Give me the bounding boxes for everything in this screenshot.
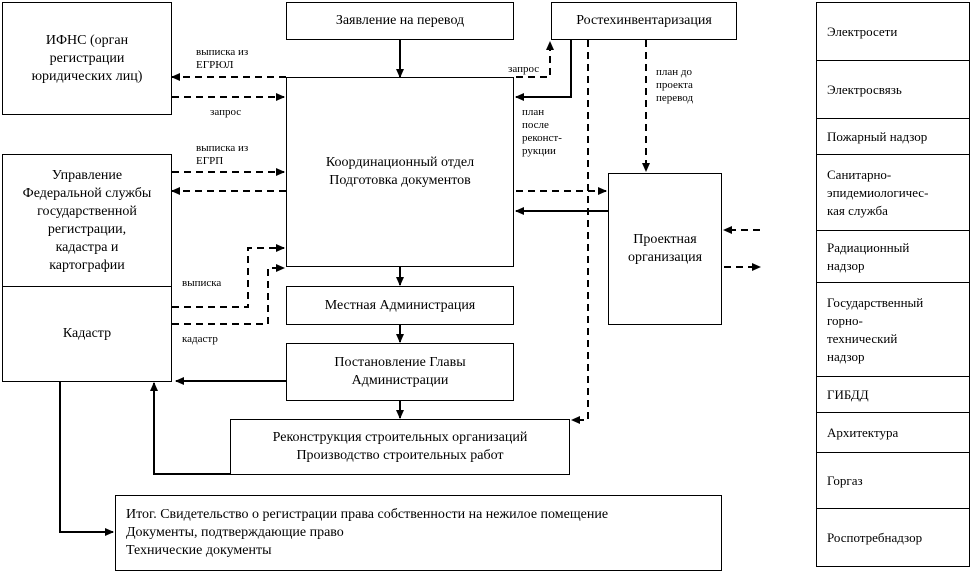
node-cadastre: Кадастр [2, 286, 172, 382]
node-result: Итог. Свидетельство о регистрации права … [115, 495, 722, 571]
node-design-org-text: Проектная организация [627, 232, 703, 265]
label-egrul-extract: выписка из ЕГРЮЛ [196, 46, 249, 71]
label-plan-before-project: план до проекта перевод [656, 66, 694, 104]
agency-item: Электросети [816, 3, 970, 61]
node-local-admin: Местная Администрация [286, 286, 514, 325]
arrow-cadastre-out [172, 264, 285, 325]
node-local-admin-text: Местная Администрация [324, 297, 476, 313]
agency-item: Пожарный надзор [816, 119, 970, 155]
node-ifns-text: ИФНС (орган регистрации юридических лиц) [31, 32, 143, 84]
node-rostech: Ростехинвентаризация [551, 2, 737, 40]
arrow-rostech-to-reconstruction [571, 40, 589, 424]
label-plan-after-reconstruction: план после реконст- рукции [522, 106, 562, 157]
node-ifns: ИФНС (орган регистрации юридических лиц) [2, 2, 172, 115]
node-rosreestr: Управление Федеральной службы государств… [2, 154, 172, 287]
agency-item: Архитектура [816, 413, 970, 453]
node-decree-text: Постановление Главы Администрации [334, 355, 466, 388]
agency-item: Государственный горно- технический надзо… [816, 283, 970, 377]
label-egrp-extract: выписка из ЕГРП [196, 142, 249, 167]
label-request-rostech: запрос [508, 63, 540, 75]
node-coordination-dept-text: Координационный отдел Подготовка докумен… [325, 155, 475, 188]
arrow-reconstruction-to-cadastre [150, 382, 230, 475]
agency-item: Радиационный надзор [816, 231, 970, 283]
node-application: Заявление на перевод [286, 2, 514, 40]
agency-item: Санитарно- эпидемиологичес- кая служба [816, 155, 970, 231]
agency-item: Электросвязь [816, 61, 970, 119]
agency-item: Горгаз [816, 453, 970, 509]
node-decree: Постановление Главы Администрации [286, 343, 514, 401]
node-reconstruction: Реконструкция строительных организаций П… [230, 419, 570, 475]
arrow-cadastre-to-result [59, 382, 114, 536]
node-application-text: Заявление на перевод [335, 13, 465, 28]
node-coordination-dept: Координационный отдел Подготовка докумен… [286, 77, 514, 267]
node-rostech-text: Ростехинвентаризация [576, 13, 712, 28]
agency-item: ГИБДД [816, 377, 970, 413]
node-design-org: Проектная организация [608, 173, 722, 325]
node-rosreestr-text: Управление Федеральной службы государств… [22, 167, 152, 273]
arrow-rosreestr-extract [172, 244, 285, 308]
label-cadastre: кадастр [182, 333, 218, 345]
node-result-text: Итог. Свидетельство о регистрации права … [126, 507, 609, 558]
agency-item: Роспотребнадзор [816, 509, 970, 567]
node-reconstruction-text: Реконструкция строительных организаций П… [272, 430, 528, 463]
arrow-rostech-to-coord [515, 40, 572, 101]
label-request-ifns: запрос [210, 106, 242, 118]
label-extract: выписка [182, 277, 222, 289]
node-cadastre-text: Кадастр [62, 326, 112, 341]
